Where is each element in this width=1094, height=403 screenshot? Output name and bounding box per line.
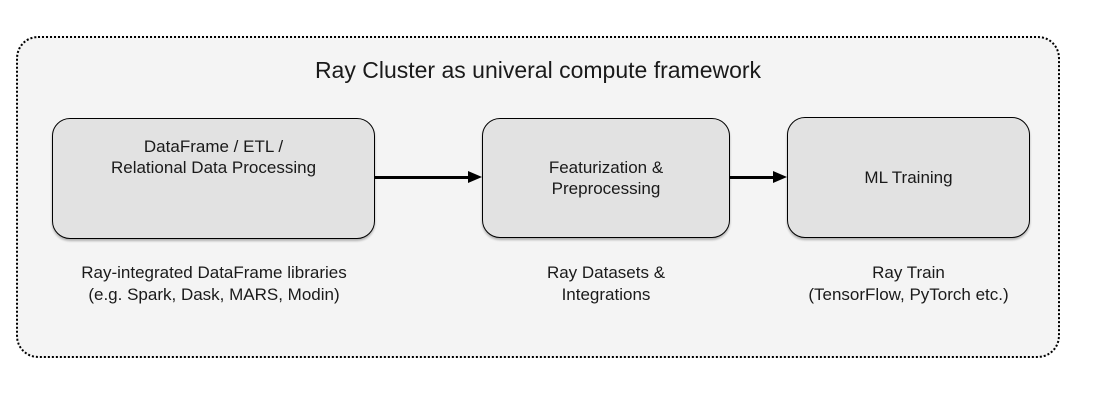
node-dataframe-etl: DataFrame / ETL / Relational Data Proces… (52, 118, 375, 239)
node-featurization-preprocessing: Featurization & Preprocessing (482, 118, 730, 238)
node-label-line: Relational Data Processing (110, 158, 317, 177)
caption-line: Integrations (561, 285, 651, 304)
caption-ray-train: Ray Train (TensorFlow, PyTorch etc.) (762, 262, 1055, 306)
arrow-line (730, 176, 777, 179)
caption-line: Ray-integrated DataFrame libraries (81, 263, 347, 282)
node-label-line: DataFrame / ETL / (143, 137, 284, 156)
caption-ray-datasets: Ray Datasets & Integrations (482, 262, 730, 306)
caption-line: Ray Datasets & (546, 263, 666, 282)
caption-line: Ray Train (872, 263, 945, 282)
node-label-line: Featurization & (548, 158, 664, 177)
arrow-line (375, 176, 472, 179)
node-label-line: Preprocessing (551, 179, 661, 198)
diagram-title: Ray Cluster as univeral compute framewor… (314, 57, 762, 83)
arrow-icon-featurization-to-training (730, 170, 787, 185)
arrow-head-icon (773, 171, 787, 183)
caption-dataframe-libraries: Ray-integrated DataFrame libraries (e.g.… (42, 262, 386, 306)
arrow-head-icon (468, 171, 482, 183)
ray-cluster-container: Ray Cluster as univeral compute framewor… (16, 36, 1060, 358)
caption-line: (TensorFlow, PyTorch etc.) (808, 285, 1009, 304)
node-ml-training: ML Training (787, 117, 1030, 238)
arrow-icon-etl-to-featurization (375, 170, 482, 185)
caption-line: (e.g. Spark, Dask, MARS, Modin) (88, 285, 340, 304)
node-label-line: ML Training (864, 168, 953, 187)
